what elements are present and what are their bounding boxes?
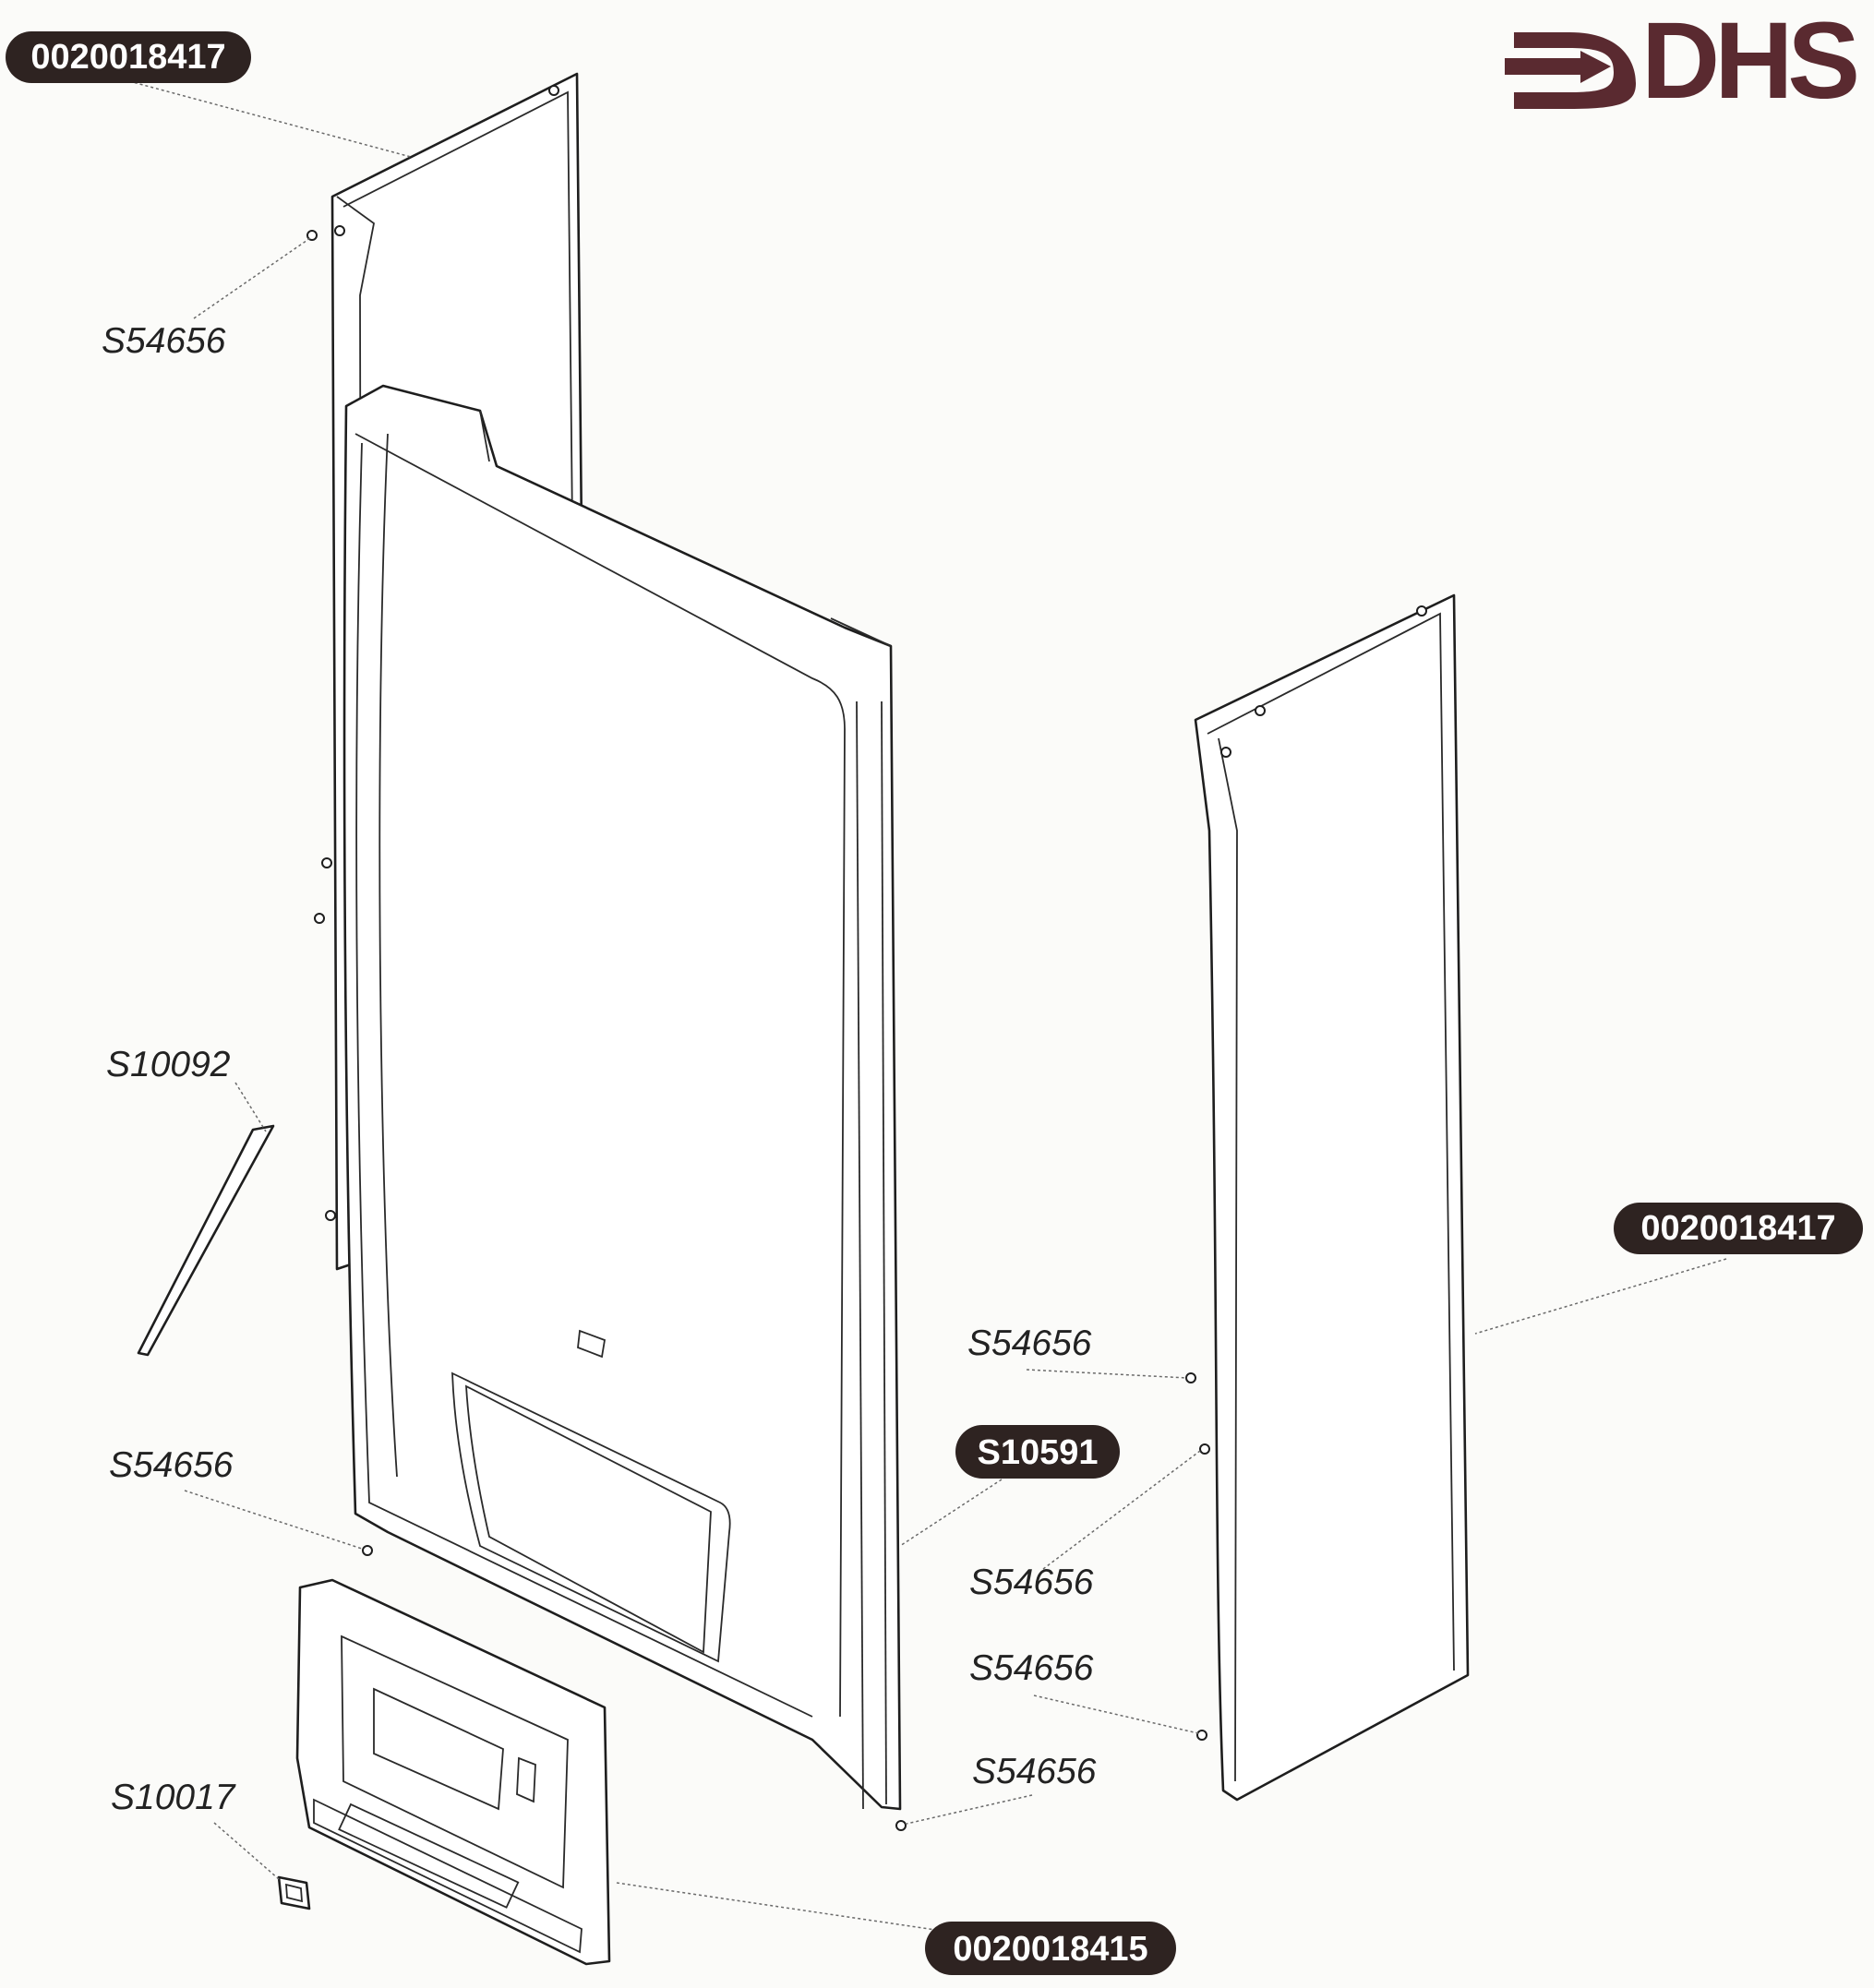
dhs-logo: DHS [1505, 0, 1862, 122]
callout-screw-bottom-center: S54656 [972, 1752, 1097, 1791]
callout-screw-bottom-left: S54656 [109, 1445, 234, 1485]
callout-rod: S10092 [106, 1045, 231, 1084]
screws [306, 230, 1210, 1831]
callout-screw-top-left: S54656 [102, 321, 226, 361]
screw-icon [321, 857, 332, 868]
screw-icon [895, 1820, 907, 1831]
part-number-text: 0020018417 [30, 38, 225, 77]
screw-icon [1185, 1372, 1196, 1383]
logo-text: DHS [1641, 0, 1856, 122]
callout-screw-right-2: S54656 [969, 1563, 1094, 1602]
screw-icon [1199, 1443, 1210, 1455]
rod-part [137, 1124, 275, 1357]
screw-icon [1196, 1730, 1207, 1741]
right-side-panel [1194, 593, 1470, 1802]
clip-part [277, 1875, 311, 1910]
screw-icon [314, 913, 325, 924]
screw-icon [325, 1210, 336, 1221]
part-number-text: 0020018415 [953, 1930, 1147, 1969]
callout-clip: S10017 [111, 1778, 236, 1817]
part-number-right: 0020018417 [1614, 1203, 1863, 1254]
leader-lines [128, 80, 1727, 1932]
callout-screw-right-3: S54656 [969, 1648, 1094, 1688]
part-number-text: 0020018417 [1640, 1209, 1835, 1248]
part-number-front-casing: S10591 [955, 1425, 1120, 1479]
front-casing [342, 384, 902, 1811]
screw-icon [362, 1545, 373, 1556]
part-number-top-left: 0020018417 [6, 31, 251, 83]
part-number-text: S10591 [977, 1433, 1098, 1472]
callout-screw-right-1: S54656 [967, 1323, 1092, 1363]
arrow-logo-icon [1505, 32, 1636, 109]
part-number-control-fascia: 0020018415 [925, 1922, 1176, 1975]
control-fascia [295, 1578, 611, 1966]
